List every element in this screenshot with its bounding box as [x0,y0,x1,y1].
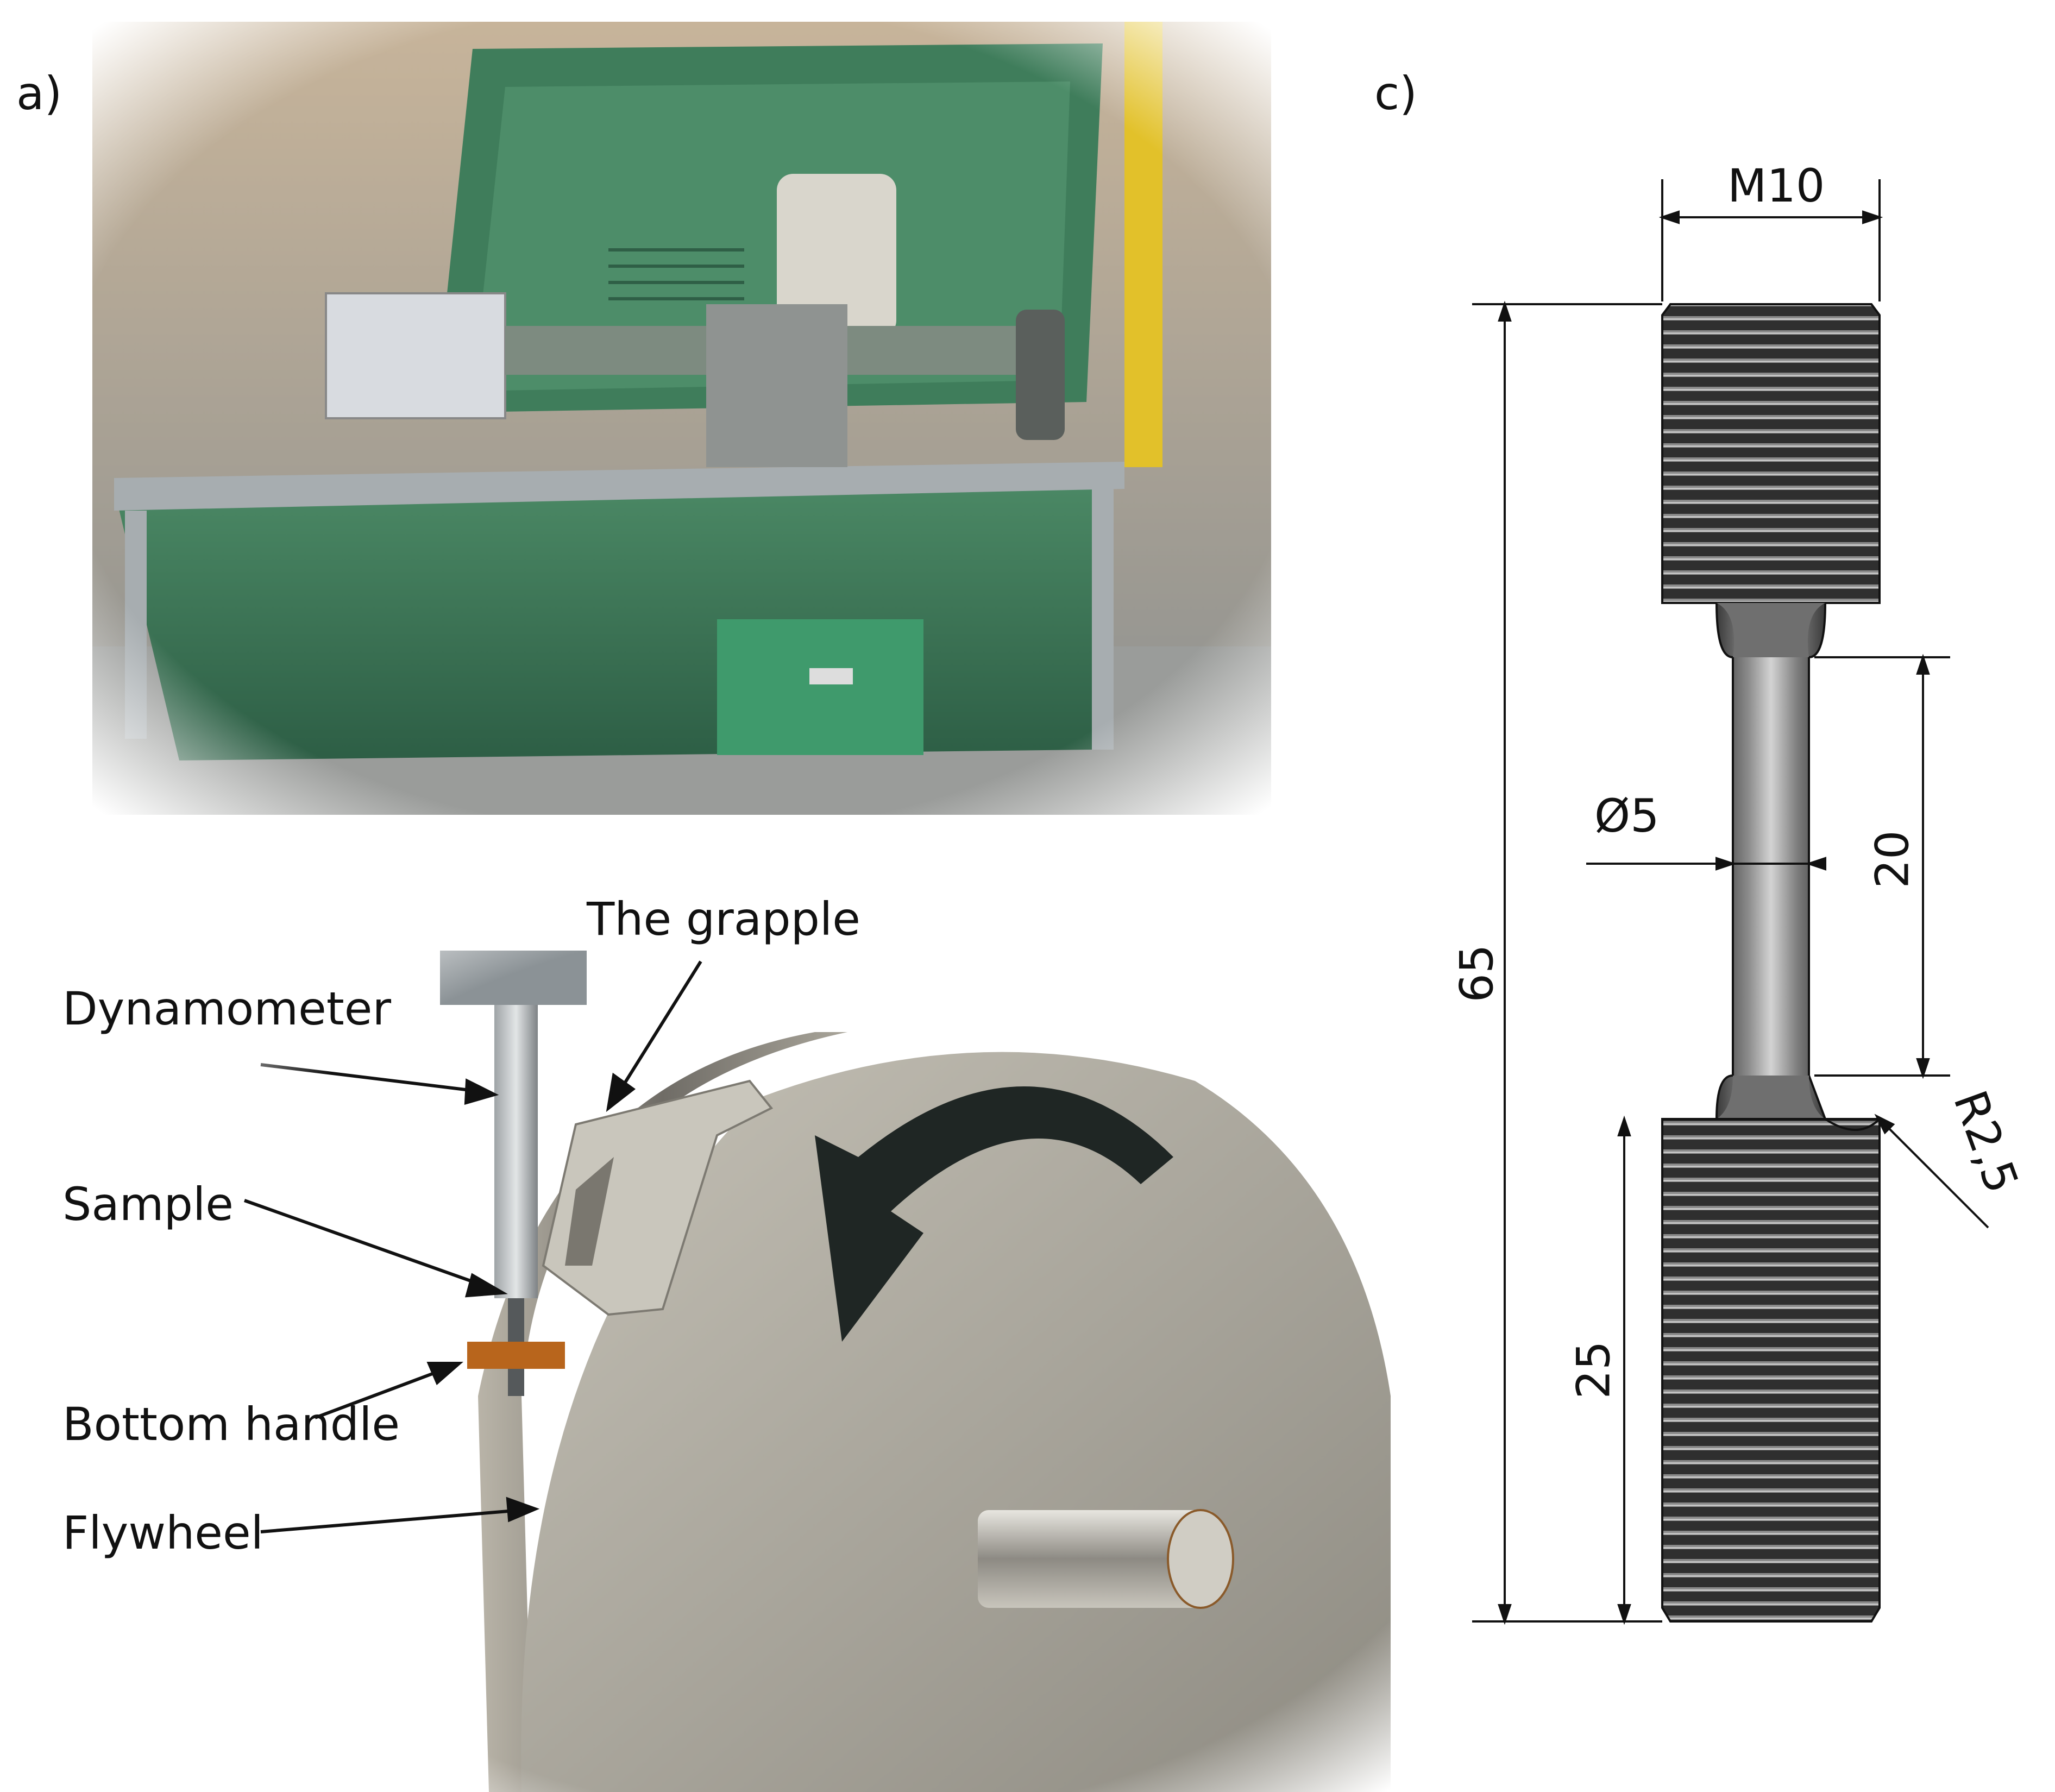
dimension-lines [1472,179,1989,1625]
panel-label-a: a) [16,67,62,120]
callout-grapple: The grapple [587,892,860,946]
specimen-bottom-thread [1661,1118,1881,1623]
callout-dynamometer: Dynamometer [62,982,391,1035]
dim-gauge-length-label: 20 [1865,830,1919,889]
specimen-top-thread [1661,303,1881,604]
specimen-fillet-top [1717,603,1825,657]
callout-sample: Sample [62,1178,234,1231]
dim-diameter-label: Ø5 [1594,789,1660,842]
specimen-gauge-section [1715,602,1827,1120]
machine-photo [92,22,1271,815]
dim-grip-length-label: 25 [1567,1341,1620,1399]
specimen-drawing [1391,0,2055,1792]
dim-thread-label: M10 [1727,159,1825,212]
panel-label-c: c) [1374,67,1417,120]
dim-total-length-label: 65 [1450,944,1504,1003]
specimen-fillet-bottom [1717,1076,1825,1119]
flywheel-render [0,853,1391,1792]
callout-flywheel: Flywheel [62,1506,264,1560]
callout-bottom-handle: Bottom handle [62,1398,400,1451]
